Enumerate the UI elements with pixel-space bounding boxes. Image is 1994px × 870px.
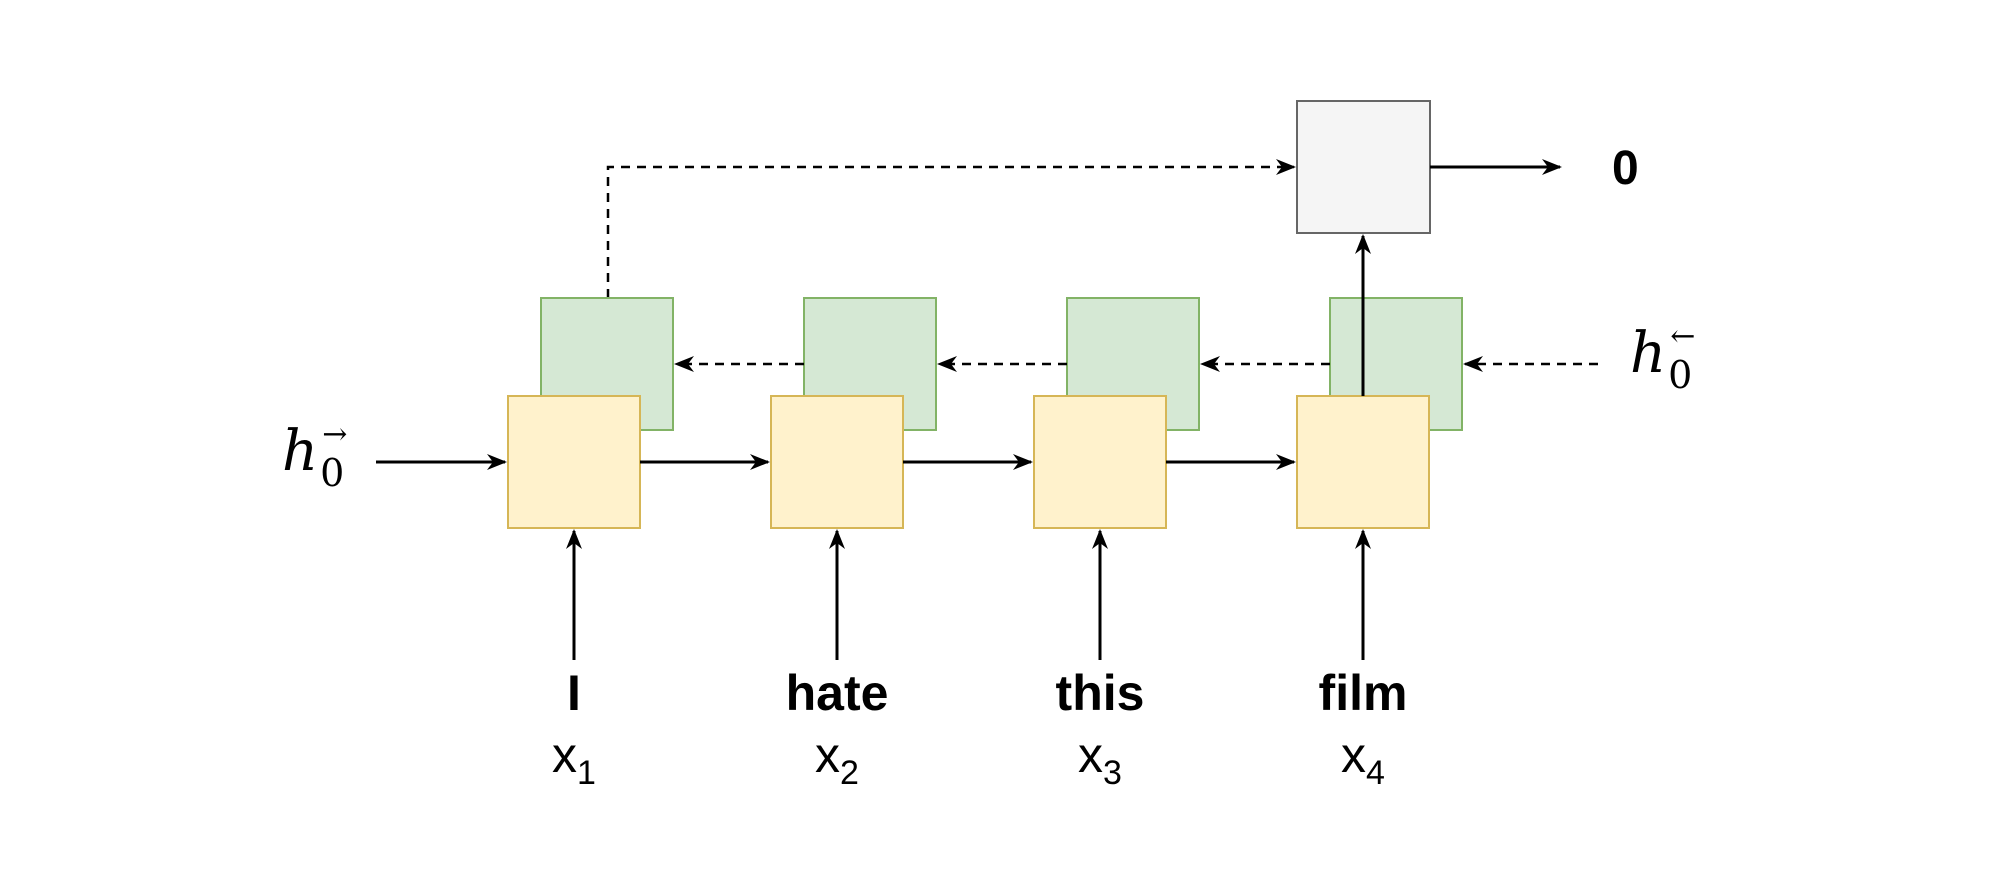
input-word-2: hate (786, 665, 889, 721)
forward-cells (507, 395, 1430, 529)
initial-forward-state-label: h0→ (282, 417, 347, 495)
output-cell (1297, 101, 1430, 233)
forward-cell-1 (507, 395, 641, 529)
forward-cell-4 (1296, 395, 1430, 529)
input-variable-3: x3 (1078, 727, 1122, 792)
input-word-1: I (567, 665, 581, 721)
initial-backward-state-label: h0← (1630, 319, 1695, 397)
output-label: 0 (1612, 142, 1639, 195)
forward-cell-3 (1033, 395, 1167, 529)
input-variable-4: x4 (1341, 727, 1385, 792)
input-variable-2: x2 (815, 727, 859, 792)
input-variables: x1 x2 x3 x4 (552, 727, 1385, 792)
input-word-4: film (1319, 665, 1408, 721)
input-word-3: this (1056, 665, 1145, 721)
input-variable-1: x1 (552, 727, 596, 792)
forward-cell-2 (770, 395, 904, 529)
input-words: I hate this film (567, 665, 1407, 721)
input-arrows (566, 529, 1371, 660)
dashed-connection-to-output (606, 159, 1296, 298)
